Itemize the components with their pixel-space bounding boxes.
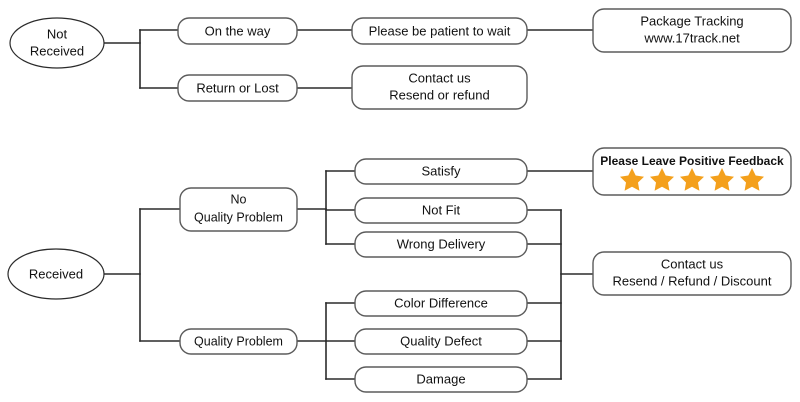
star-icon-4[interactable] [710,168,734,191]
not-fit-box-shape [354,197,528,224]
quality-defect-label: Quality Defect [400,333,482,348]
star-icon-2[interactable] [650,168,674,191]
connectors-received [103,170,594,380]
not-received-ellipse-shape [9,17,105,69]
no-label: No [231,192,247,206]
package-tracking-box-shape [592,8,792,53]
quality-problem-sub-label: Quality Problem [194,210,283,224]
connectors-not-received [104,29,594,89]
node-contact-us-resend-refund[interactable]: Contact us Resend or refund [351,65,528,110]
node-received[interactable]: Received [7,248,105,300]
branch-received: Received No Quality Problem Quality Prob… [7,147,792,393]
resend-or-refund-label: Resend or refund [389,87,489,102]
node-please-be-patient[interactable]: Please be patient to wait [351,17,528,45]
node-contact-us-resend-refund-discount[interactable]: Contact us Resend / Refund / Discount [592,251,792,296]
node-quality-problem[interactable]: Quality Problem [179,328,298,355]
not-fit-label: Not Fit [422,202,461,217]
contact-us-resend-refund-box-shape [351,65,528,110]
node-on-the-way[interactable]: On the way [177,17,298,45]
on-the-way-label: On the way [205,23,271,38]
positive-feedback-label: Please Leave Positive Feedback [600,154,784,168]
color-difference-label: Color Difference [394,295,488,310]
contact-us-discount-label-line1: Contact us [661,256,724,271]
damage-box-shape [354,366,528,393]
package-tracking-label: Package Tracking [640,13,743,28]
wrong-delivery-label: Wrong Delivery [397,236,486,251]
node-quality-defect[interactable]: Quality Defect [354,328,528,355]
satisfy-box-shape [354,158,528,185]
received-ellipse-shape [7,248,105,300]
contact-us-label: Contact us [408,70,471,85]
not-received-label-line1: Not [47,26,68,41]
branch-not-received: Not Received On the way Return or Lost P… [9,8,792,110]
star-icon-1[interactable] [620,168,644,191]
not-received-label-line2: Received [30,43,84,58]
return-or-lost-box-shape [177,74,298,102]
tracking-url-label: www.17track.net [643,30,740,45]
node-satisfy[interactable]: Satisfy [354,158,528,185]
received-label: Received [29,266,83,281]
star-rating[interactable] [620,168,764,191]
star-icon-5[interactable] [740,168,764,191]
node-no-quality-problem[interactable]: No Quality Problem [179,187,298,232]
node-return-or-lost[interactable]: Return or Lost [177,74,298,102]
contact-us-discount-box-shape [592,251,792,296]
quality-problem-box-shape [179,328,298,355]
color-difference-box-shape [354,290,528,317]
damage-label: Damage [416,371,465,386]
on-the-way-box-shape [177,17,298,45]
node-not-received[interactable]: Not Received [9,17,105,69]
wrong-delivery-box-shape [354,231,528,258]
node-color-difference[interactable]: Color Difference [354,290,528,317]
node-not-fit[interactable]: Not Fit [354,197,528,224]
please-be-patient-label: Please be patient to wait [369,23,511,38]
return-or-lost-label: Return or Lost [196,80,279,95]
quality-problem-label: Quality Problem [194,334,283,348]
node-wrong-delivery[interactable]: Wrong Delivery [354,231,528,258]
satisfy-label: Satisfy [421,163,461,178]
contact-us-discount-label-line2: Resend / Refund / Discount [613,273,772,288]
no-quality-problem-box-shape [179,187,298,232]
please-be-patient-box-shape [351,17,528,45]
quality-defect-box-shape [354,328,528,355]
node-damage[interactable]: Damage [354,366,528,393]
star-icon-3[interactable] [680,168,704,191]
node-package-tracking[interactable]: Package Tracking www.17track.net [592,8,792,53]
node-positive-feedback[interactable]: Please Leave Positive Feedback [592,147,792,196]
